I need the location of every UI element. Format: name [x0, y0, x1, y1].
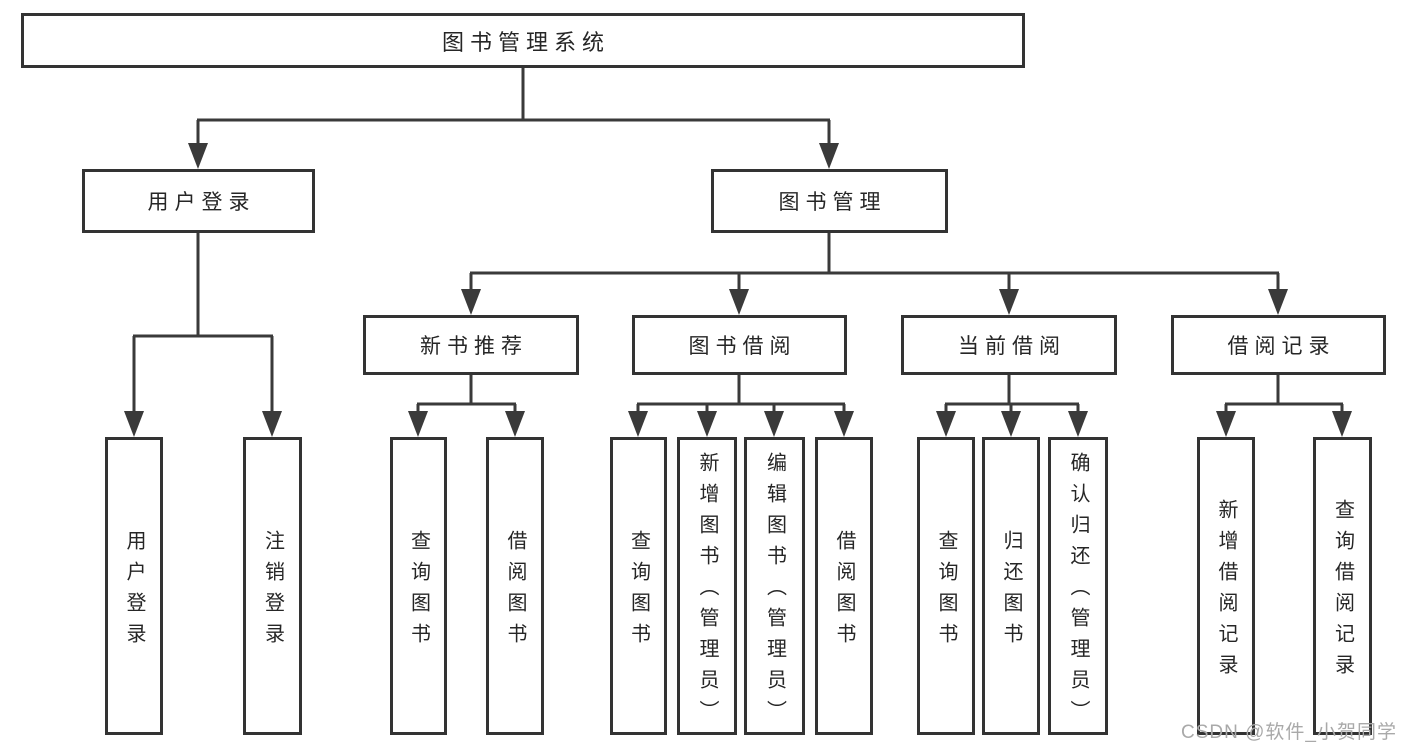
leaf-user-login: 用户登录: [105, 437, 163, 735]
node-current-borrowing: 当前借阅: [901, 315, 1117, 375]
node-label: 查询图书: [935, 529, 957, 654]
leaf-query-books-current: 查询图书: [917, 437, 975, 735]
leaf-query-books-recommend: 查询图书: [390, 437, 447, 735]
node-label: 借阅图书: [833, 529, 855, 654]
node-label: 新增借阅记录: [1215, 498, 1237, 685]
node-label: 借阅图书: [504, 529, 526, 654]
node-label: 新增图书（管理员）: [696, 452, 718, 731]
leaf-borrow-books-borrowing: 借阅图书: [815, 437, 873, 735]
node-new-book-recommend: 新书推荐: [363, 315, 579, 375]
node-user-login: 用户登录: [82, 169, 315, 233]
node-label: 查询借阅记录: [1331, 498, 1354, 685]
node-label: 注销登录: [261, 529, 284, 654]
node-label: 查询图书: [407, 529, 430, 654]
node-label: 图书借阅: [688, 335, 797, 358]
node-label: 图书管理: [778, 191, 887, 214]
node-label: 用户登录: [123, 529, 145, 654]
node-label: 确认归还（管理员）: [1067, 452, 1089, 731]
leaf-borrow-books-recommend: 借阅图书: [486, 437, 544, 735]
node-label: 当前借阅: [958, 335, 1066, 358]
leaf-confirm-return-admin: 确认归还（管理员）: [1048, 437, 1108, 735]
node-label: 新书推荐: [420, 335, 528, 358]
leaf-edit-books-admin: 编辑图书（管理员）: [744, 437, 805, 735]
leaf-add-books-admin: 新增图书（管理员）: [677, 437, 737, 735]
leaf-add-borrow-record: 新增借阅记录: [1197, 437, 1255, 735]
node-borrowing-records: 借阅记录: [1171, 315, 1386, 375]
leaf-return-books: 归还图书: [982, 437, 1040, 735]
node-book-management: 图书管理: [711, 169, 948, 233]
leaf-query-borrow-record: 查询借阅记录: [1313, 437, 1372, 735]
node-label: 归还图书: [1000, 529, 1022, 654]
node-label: 编辑图书（管理员）: [763, 452, 786, 731]
node-library-system: 图书管理系统: [21, 13, 1025, 68]
leaf-query-books-borrowing: 查询图书: [610, 437, 667, 735]
node-label: 查询图书: [627, 529, 650, 654]
node-label: 用户登录: [147, 191, 256, 214]
leaf-logout: 注销登录: [243, 437, 302, 735]
csdn-watermark: CSDN @软件_小贺同学: [1181, 722, 1397, 743]
node-label: 图书管理系统: [441, 29, 610, 55]
node-label: 借阅记录: [1227, 335, 1336, 358]
node-book-borrowing: 图书借阅: [632, 315, 847, 375]
